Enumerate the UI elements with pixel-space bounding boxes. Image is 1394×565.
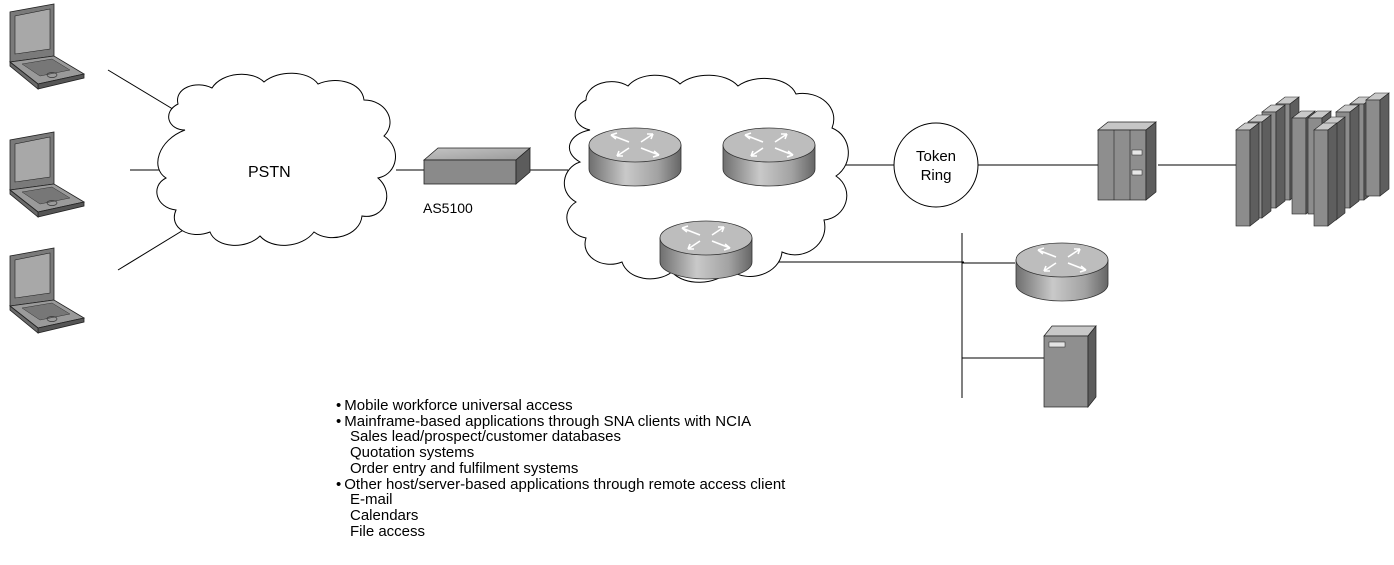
front-end-processor-icon [1097,121,1157,201]
token-ring-label: Token [916,148,956,165]
list-subitem: File access [350,522,426,540]
server-icon [1043,325,1097,408]
use-case-list: Mobile workforce universal access Mainfr… [336,398,785,539]
list-item: Mainframe-based applications through SNA… [336,413,785,430]
router-icon [588,127,682,187]
list-subitem: Quotation systems [350,444,475,462]
access-server-icon [422,147,532,185]
list-subitem: Calendars [350,506,419,524]
laptop-icon [9,131,85,218]
list-subitem: E-mail [350,491,393,509]
router-icon [722,127,816,187]
list-subitem: Order entry and fulfilment systems [350,459,579,477]
router-icon [659,220,753,280]
laptop-icon [9,3,85,90]
list-subitem: Sales lead/prospect/customer databases [350,428,621,446]
access-server-label: AS5100 [423,200,473,216]
token-ring-icon [893,122,979,208]
router-icon [1015,242,1109,302]
list-item: Other host/server-based applications thr… [336,476,785,493]
laptop-icon [9,247,85,334]
pstn-label: PSTN [248,164,291,181]
pstn-cloud-icon [156,72,396,246]
wan-cloud-icon [564,74,849,283]
token-ring-label: Ring [921,167,952,184]
list-item: Mobile workforce universal access [336,398,785,414]
mainframe-icon [1235,92,1390,227]
